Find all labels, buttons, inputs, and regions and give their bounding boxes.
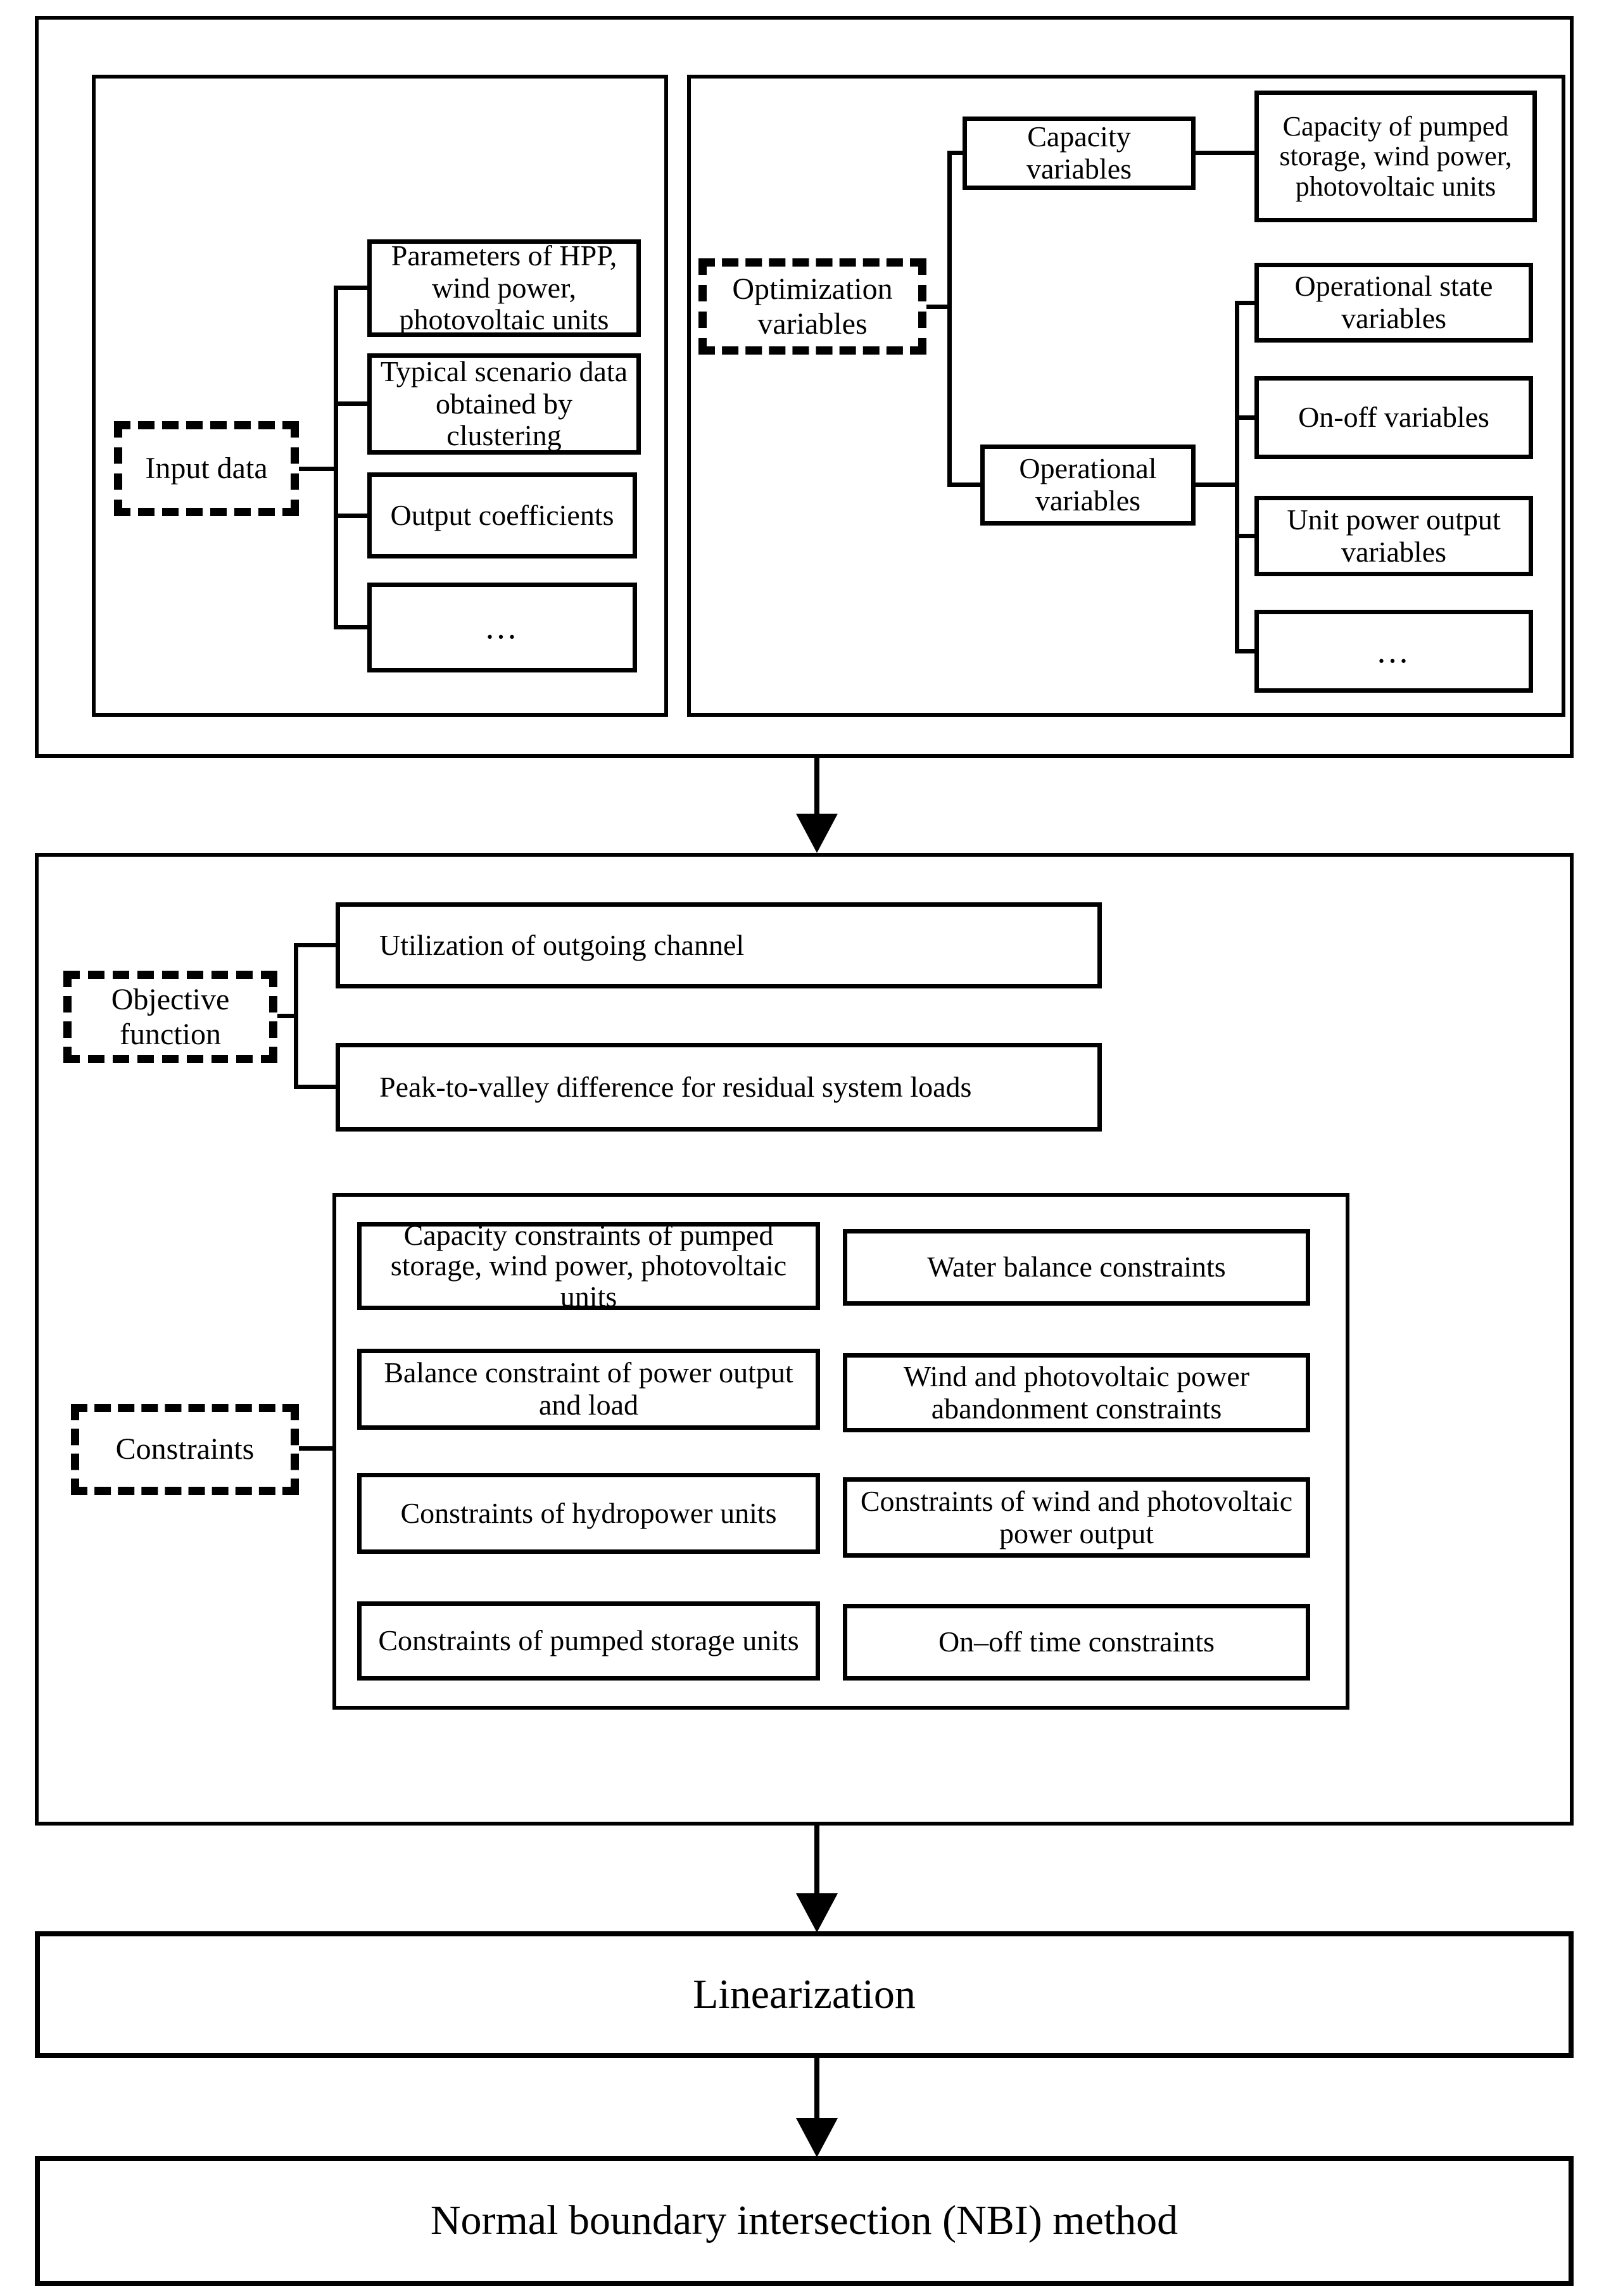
opt-tree-stub-operational [947,483,980,487]
constraints-node: Constraints [71,1404,299,1495]
input-item-ellipsis: ... [367,583,637,672]
constraint-balance: Balance constraint of power output and l… [357,1349,820,1430]
constraint-onoff-time: On–off time constraints [843,1604,1310,1681]
constraint-water-balance: Water balance constraints [843,1229,1310,1306]
input-tree-spine [334,286,338,629]
arrow-model-to-formulation-shaft [814,758,819,818]
constraint-abandonment: Wind and photovoltaic power abandonment … [843,1353,1310,1432]
input-tree-stub-1 [336,286,367,290]
constraint-capacity: Capacity constraints of pumped storage, … [357,1220,820,1311]
input-data-label: Input data [145,451,268,486]
input-tree-stub-4 [336,625,367,629]
objective-stub-1 [296,943,336,947]
constraints-label: Constraints [115,1432,255,1467]
input-tree-stub-3 [336,514,367,518]
arrow-linearization-to-nbi-head [796,2118,838,2157]
capacity-link [1196,151,1254,155]
arrow-formulation-to-linearization-head [796,1893,838,1933]
capacity-detail-node: Capacity of pumped storage, wind power, … [1254,91,1537,222]
objective-stub-root [277,1014,296,1018]
operational-stub-3 [1237,534,1254,538]
operational-variables-node: Operational variables [980,445,1196,526]
objective-item-peak-valley: Peak-to-valley difference for residual s… [336,1043,1102,1132]
opt-tree-spine [947,151,952,487]
objective-item-utilization: Utilization of outgoing channel [336,902,1102,988]
operational-item-output: Unit power output variables [1254,496,1533,576]
arrow-formulation-to-linearization-shaft [814,1826,819,1896]
objective-function-label: Objective function [111,982,230,1051]
operational-link [1196,483,1237,487]
arrow-model-to-formulation-head [796,814,838,853]
constraints-stub-root [299,1446,332,1451]
arrow-linearization-to-nbi-shaft [814,2058,819,2121]
input-item-scenario: Typical scenario data obtained by cluste… [367,353,641,455]
nbi-method-box: Normal boundary intersection (NBI) metho… [35,2156,1574,2286]
operational-stub-4 [1237,649,1254,653]
objective-stub-2 [296,1085,336,1089]
input-data-node: Input data [114,421,299,516]
input-tree-stub-2 [336,401,367,406]
constraint-hydropower: Constraints of hydropower units [357,1473,820,1554]
objective-spine [294,943,298,1089]
input-item-coefficients: Output coefficients [367,472,637,558]
constraint-wind-pv-output: Constraints of wind and photovoltaic pow… [843,1477,1310,1558]
opt-tree-stub-root [926,305,950,309]
operational-tree-spine [1235,301,1239,653]
optimization-variables-label: Optimization variables [732,272,893,341]
operational-stub-1 [1237,301,1254,305]
operational-item-onoff: On-off variables [1254,376,1533,459]
opt-tree-stub-capacity [947,151,963,155]
linearization-box: Linearization [35,1931,1574,2058]
optimization-variables-node: Optimization variables [698,258,926,355]
input-tree-stub-root [299,467,336,471]
objective-function-node: Objective function [63,971,277,1063]
operational-item-ellipsis: ... [1254,610,1533,693]
constraint-pumped-storage: Constraints of pumped storage units [357,1601,820,1681]
operational-item-state: Operational state variables [1254,263,1533,343]
input-item-parameters: Parameters of HPP, wind power, photovolt… [367,239,641,337]
operational-stub-2 [1237,415,1254,420]
capacity-variables-node: Capacity variables [963,117,1196,190]
